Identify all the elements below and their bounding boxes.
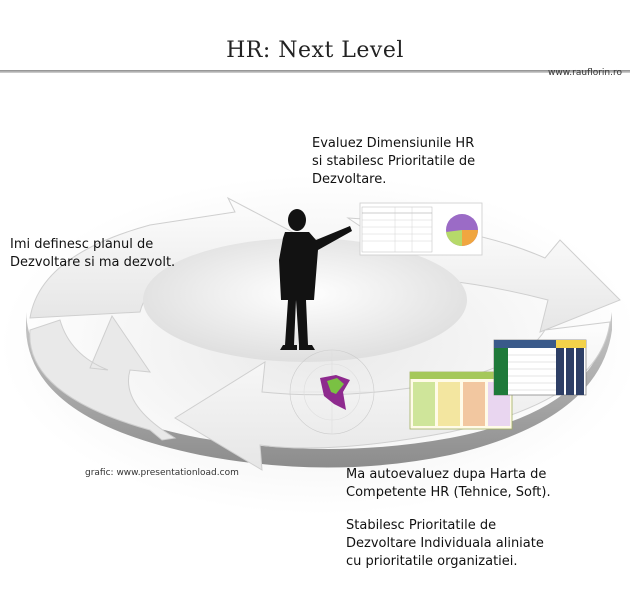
evaluation-sheet-thumbnail: [359, 202, 483, 256]
caption-evaluate: Evaluez Dimensiunile HR si stabilesc Pri…: [312, 136, 476, 187]
page-title: HR: Next Level: [226, 38, 404, 63]
graphic-credit: grafic: www.presentationload.com: [85, 468, 239, 478]
spreadsheet-thumbnail: [493, 339, 587, 396]
radar-chart-thumbnail: [289, 349, 375, 435]
caption-priorities: Stabilesc Prioritatile de Dezvoltare Ind…: [346, 518, 544, 569]
presenter-figure: [279, 209, 352, 350]
site-url: www.rauflorin.ro: [548, 68, 622, 78]
arrow-bottom-left: [29, 314, 177, 441]
title-divider: [0, 70, 630, 73]
caption-self-assess: Ma autoevaluez dupa Harta de Competente …: [346, 467, 551, 500]
caption-plan: Imi definesc planul de Dezvoltare si ma …: [10, 237, 176, 270]
